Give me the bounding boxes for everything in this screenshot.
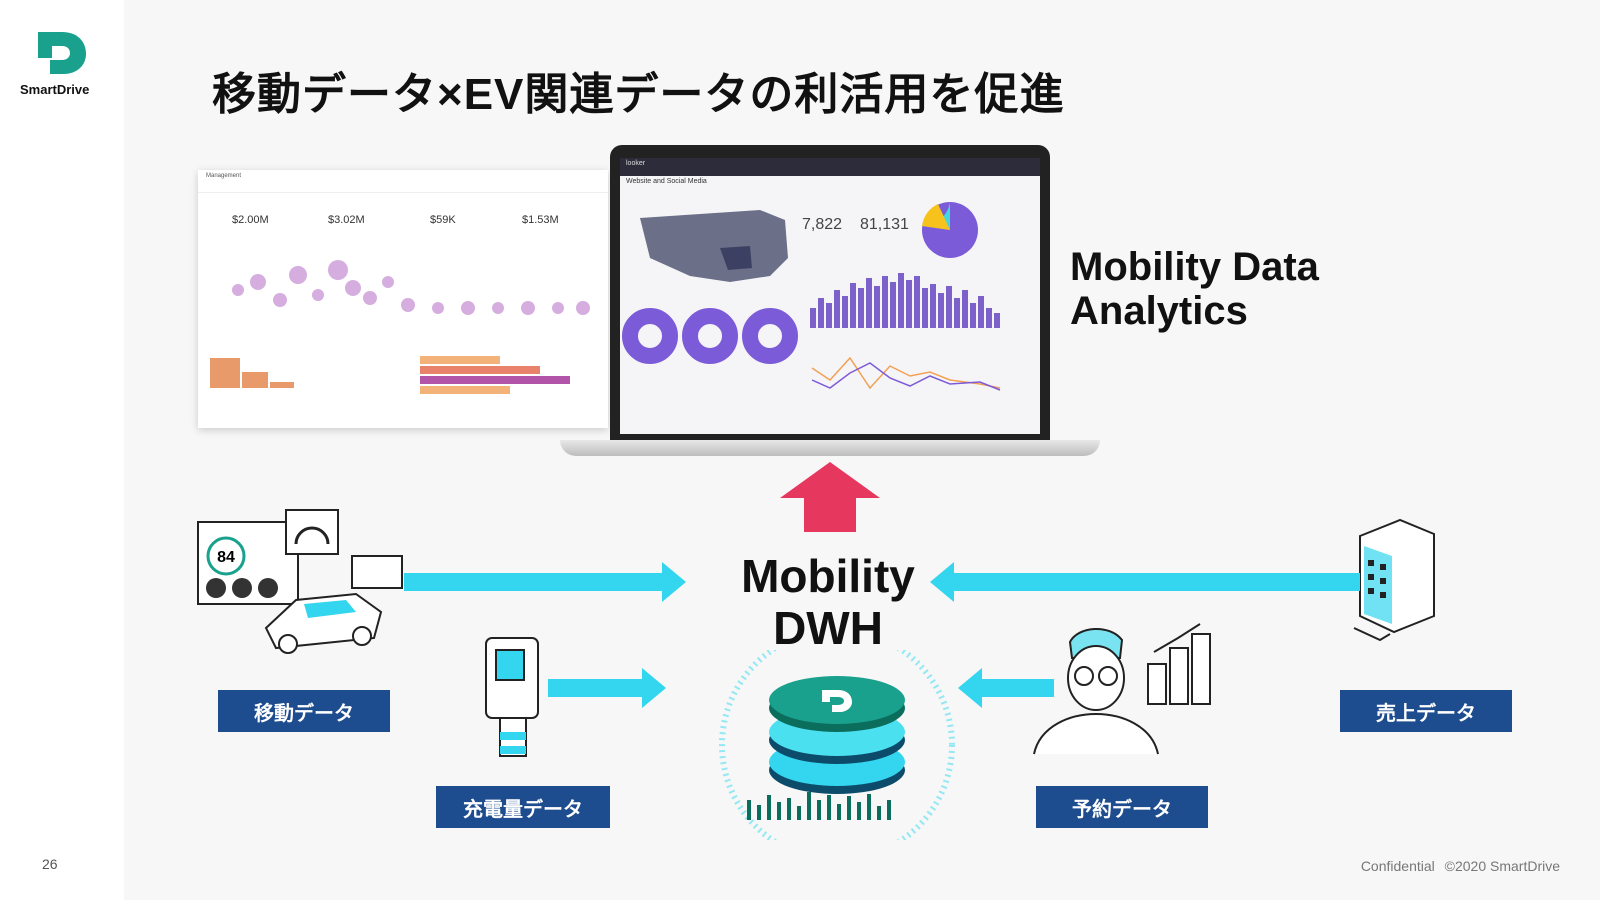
gauge-value: 84 — [217, 549, 235, 566]
dashboard-left-charts — [210, 260, 590, 394]
analytics-heading-line1: Mobility Data — [1070, 245, 1319, 289]
dwh-title: Mobility DWH — [728, 550, 928, 654]
ev-charger-icon — [485, 637, 539, 757]
metric-value: $3.02M — [328, 214, 365, 226]
analytics-heading: Mobility Data Analytics — [1070, 245, 1319, 333]
label-sales-data: 売上データ — [1340, 690, 1512, 732]
building-icon — [1353, 518, 1435, 642]
up-arrow-icon — [780, 462, 880, 532]
dashboard-left: Management $2.00M $3.02M $59K $1.53M — [198, 170, 608, 428]
dashboard-left-header: Management — [198, 170, 608, 193]
metric-value: $59K — [430, 214, 456, 226]
laptop-screen-dashboard: looker Website and Social Media 7,822 81… — [620, 158, 1040, 434]
metric-value: $1.53M — [522, 214, 559, 226]
dwh-title-line1: Mobility — [741, 550, 915, 602]
sidebar — [0, 0, 124, 900]
label-movement-data: 移動データ — [218, 690, 390, 732]
arrow-right-charging — [548, 668, 666, 708]
metric-value: $2.00M — [232, 214, 269, 226]
page-title: 移動データ×EV関連データの利活用を促進 — [212, 70, 1065, 119]
page-number: 26 — [42, 856, 58, 872]
dashboard-section: Website and Social Media — [626, 178, 707, 185]
label-charging-data: 充電量データ — [436, 786, 610, 828]
label-reservation-data: 予約データ — [1036, 786, 1208, 828]
arrow-left-reservation — [958, 668, 1054, 708]
smartdrive-logo: SmartDrive — [20, 28, 110, 97]
kpi-value: 81,131 — [860, 216, 909, 233]
dashboard-topbar: looker — [620, 158, 1040, 176]
car-telematics-icon: 84 — [197, 509, 403, 654]
dwh-title-line2: DWH — [773, 602, 883, 654]
dashboard-charts — [622, 202, 1001, 391]
smartdrive-logo-icon — [38, 32, 86, 74]
footer-copyright: ©2020 SmartDrive — [1444, 858, 1560, 874]
database-icon — [719, 650, 955, 840]
analytics-heading-line2: Analytics — [1070, 289, 1248, 333]
arrow-left-sales — [930, 562, 1360, 602]
person-analyst-icon — [1033, 623, 1211, 755]
laptop-base — [560, 440, 1100, 456]
logo-text: SmartDrive — [20, 82, 90, 97]
footer: Confidential ©2020 SmartDrive — [1355, 858, 1560, 874]
arrow-right-movement — [404, 562, 686, 602]
kpi-value: 7,822 — [802, 216, 843, 233]
footer-confidential: Confidential — [1360, 858, 1435, 874]
